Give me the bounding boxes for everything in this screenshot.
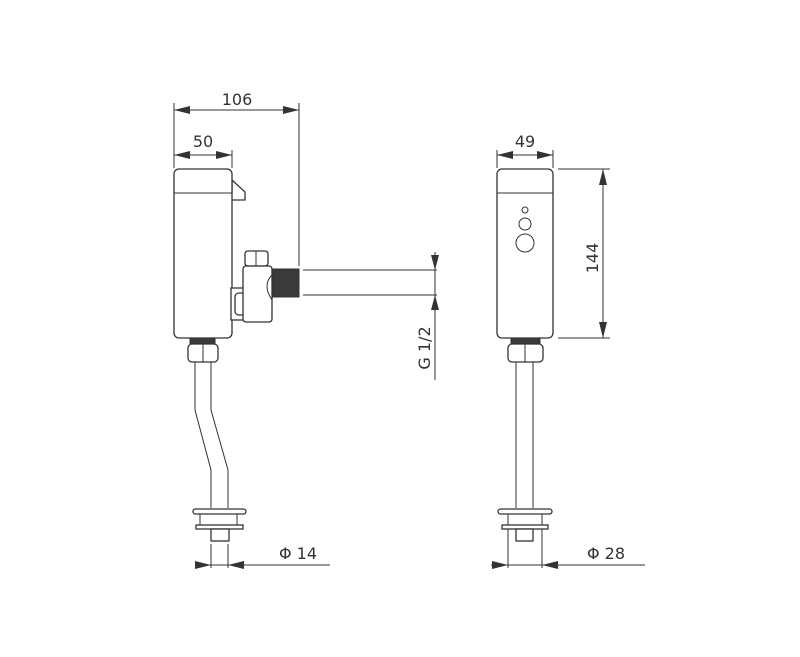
right-view: 49 144 Φ 28 [491,132,645,569]
arrow-icon [497,151,513,159]
arrow-icon [228,561,244,569]
valve-curve [266,274,273,301]
valve-body [173,168,233,339]
indicator-led-icon [521,206,529,214]
arrow-icon [537,151,553,159]
arrow-icon [599,322,607,338]
flange [192,508,247,515]
dim-106-label: 106 [222,90,253,109]
pipe-stub [210,528,230,542]
arrow-icon [174,151,190,159]
arrow-icon [599,169,607,185]
sensor-window-icon [518,217,532,231]
arrow-icon [216,151,232,159]
arrow-icon [431,255,439,270]
body-tab [231,178,246,201]
outlet-thread [189,337,216,345]
g12-label: G 1/2 [415,326,434,369]
arrow-icon [431,295,439,310]
dim-144-label: 144 [583,243,602,274]
left-view: 106 50 G 1/2 [173,90,439,569]
bent-pipe-right-edge [210,362,229,508]
arrow-icon [492,561,508,569]
sensor-body [496,168,554,339]
dim-50-label: 50 [193,132,213,151]
flange [497,508,553,515]
sensor-eye-icon [515,233,535,253]
phi28-label: Φ 28 [587,544,625,563]
pipe-stub [515,528,534,542]
bent-pipe-left-edge [194,362,212,508]
thread-block [272,268,300,298]
phi14-label: Φ 14 [279,544,317,563]
arrow-icon [174,106,190,114]
stop-valve [242,265,273,323]
arrow-icon [195,561,211,569]
arrow-icon [542,561,558,569]
dim-49-label: 49 [515,132,535,151]
outlet-thread [510,337,541,345]
arrow-icon [283,106,299,114]
